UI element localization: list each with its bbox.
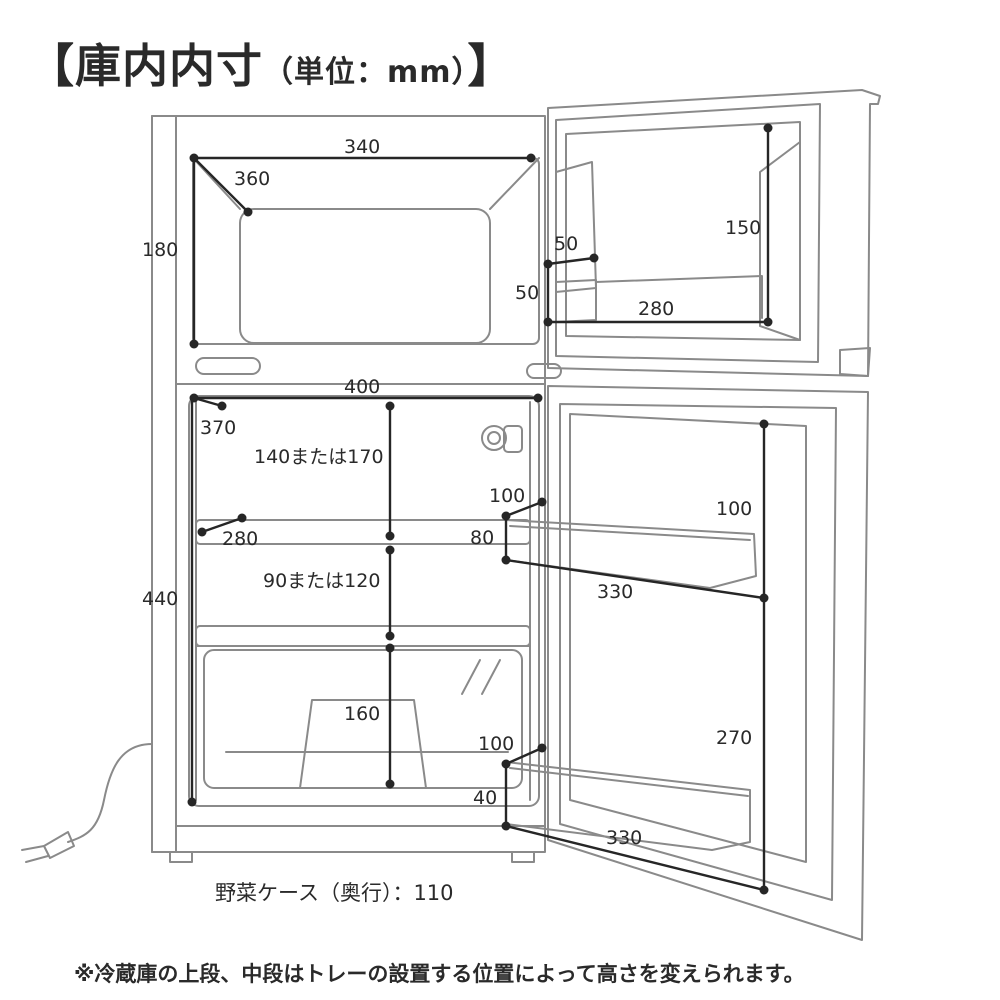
label-fridge-depth: 370 [200,417,237,439]
freezer-inner [239,208,491,344]
label-freezer-door-height: 150 [725,217,762,239]
label-freezer-width: 340 [344,136,381,158]
label-freezer-depth: 360 [234,168,271,190]
label-freezer-door-shelf-depth: 50 [554,233,579,255]
label-door-pocket2-height: 40 [473,787,498,809]
label-fridge-height: 440 [142,588,179,610]
page-title: 【庫内内寸（単位：mm）】 [28,30,515,96]
vegetable-case [203,649,523,789]
label-door-pocket1-width: 330 [597,581,634,603]
label-fridge-width: 400 [344,376,381,398]
shelf-upper [195,519,531,545]
label-door-pocket2-width: 330 [606,827,643,849]
foot-left [169,851,193,863]
label-freezer-height: 180 [142,239,179,261]
label-veg-height: 160 [344,703,381,725]
cabinet-left-edge [151,115,177,853]
thermostat-knob [481,425,507,451]
foot-right [511,851,535,863]
label-middle-height: 90または120 [263,570,381,592]
title-main: 【庫内内寸 [28,39,263,93]
label-door-lower-height: 270 [716,727,753,749]
fridge-door [547,385,869,941]
label-freezer-door-shelf-height: 50 [515,282,540,304]
fridge-outer [188,395,540,807]
label-door-pocket2-depth: 100 [478,733,515,755]
footnote: ※冷蔵庫の上段、中段はトレーの設置する位置によって高さを変えられます。 [74,962,805,986]
vegetable-case-note: 野菜ケース（奥行）：110 [215,881,454,905]
label-tray-depth: 280 [222,528,259,550]
shelf-middle [195,625,531,647]
label-upper-height: 140または170 [254,446,384,468]
power-cord [67,743,153,843]
label-freezer-door-shelf-width: 280 [638,298,675,320]
title-unit: （単位：mm） [263,55,468,90]
label-door-pocket1-height: 80 [470,527,495,549]
title-close: 】 [467,39,515,93]
label-door-pocket1-depth: 100 [489,485,526,507]
label-door-upper-height: 100 [716,498,753,520]
freezer-door [547,89,881,377]
